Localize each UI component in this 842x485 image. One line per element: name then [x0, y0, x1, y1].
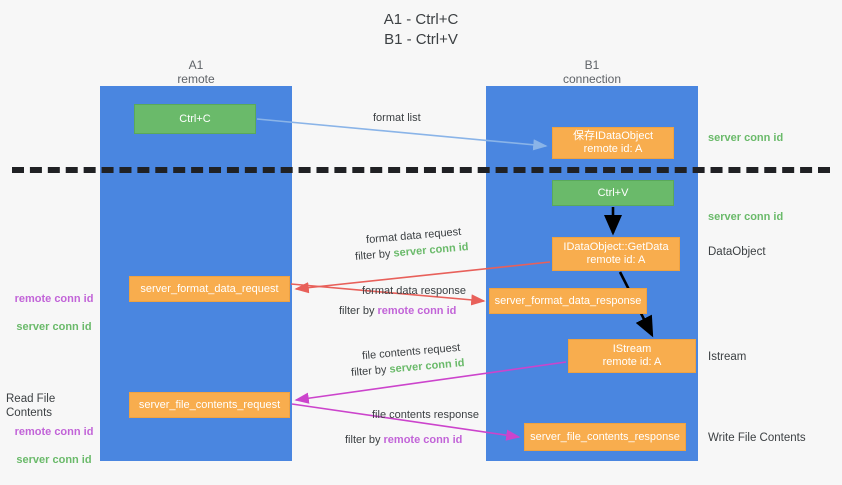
label-read-file-contents: Read File Contents [6, 393, 56, 419]
label-dataobject: DataObject [708, 246, 766, 258]
lane-a1-subtitle: remote [177, 72, 215, 86]
filter-prefix: filter by [345, 434, 384, 446]
filter-prefix: filter by [354, 247, 395, 263]
label-server-conn-id-2: server conn id [16, 454, 92, 466]
node-ctrl-c[interactable]: Ctrl+C [134, 104, 256, 134]
page-title: A1 - Ctrl+C B1 - Ctrl+V [383, 11, 459, 48]
node-ctrl-v[interactable]: Ctrl+V [552, 180, 674, 206]
label-conn-ids-file: remote conn id server conn id [8, 411, 100, 467]
node-istream[interactable]: IStream remote id: A [568, 339, 696, 373]
label-istream: Istream [708, 351, 747, 363]
edge-label-format-data-response-filter: filter by remote conn id [339, 304, 456, 319]
label-remote-conn-id-2: remote conn id [14, 426, 94, 438]
lane-a1-title: A1 [188, 58, 204, 72]
filter-value-remote-conn-id: remote conn id [383, 434, 463, 446]
edge-label-file-contents-response: file contents response [372, 409, 480, 421]
filter-value-remote-conn-id: remote conn id [377, 305, 457, 317]
edge-label-format-list: format list [373, 112, 421, 124]
dashed-divider [12, 167, 830, 173]
label-conn-ids-format: remote conn id server conn id [8, 278, 100, 334]
edge-label-format-data-response: format data response [362, 285, 466, 297]
label-remote-conn-id-1: remote conn id [14, 293, 94, 305]
filter-prefix: filter by [339, 305, 378, 317]
node-server-file-contents-request[interactable]: server_file_contents_request [129, 392, 290, 418]
label-server-conn-id-1: server conn id [16, 321, 92, 333]
label-server-conn-id-mid: server conn id [708, 211, 784, 223]
label-write-file-contents: Write File Contents [708, 432, 806, 444]
lane-b1-subtitle: connection [562, 72, 622, 86]
node-server-format-data-request[interactable]: server_format_data_request [129, 276, 290, 302]
filter-prefix: filter by [350, 363, 391, 379]
node-idataobject-getdata[interactable]: IDataObject::GetData remote id: A [552, 237, 680, 271]
node-server-format-data-response[interactable]: server_format_data_response [489, 288, 647, 314]
lane-b1-title: B1 [584, 58, 600, 72]
node-save-idataobject[interactable]: 保存IDataObject remote id: A [552, 127, 674, 159]
label-server-conn-id-top: server conn id [708, 132, 784, 144]
edge-label-file-contents-response-filter: filter by remote conn id [345, 433, 462, 448]
node-server-file-contents-response[interactable]: server_file_contents_response [524, 423, 686, 451]
